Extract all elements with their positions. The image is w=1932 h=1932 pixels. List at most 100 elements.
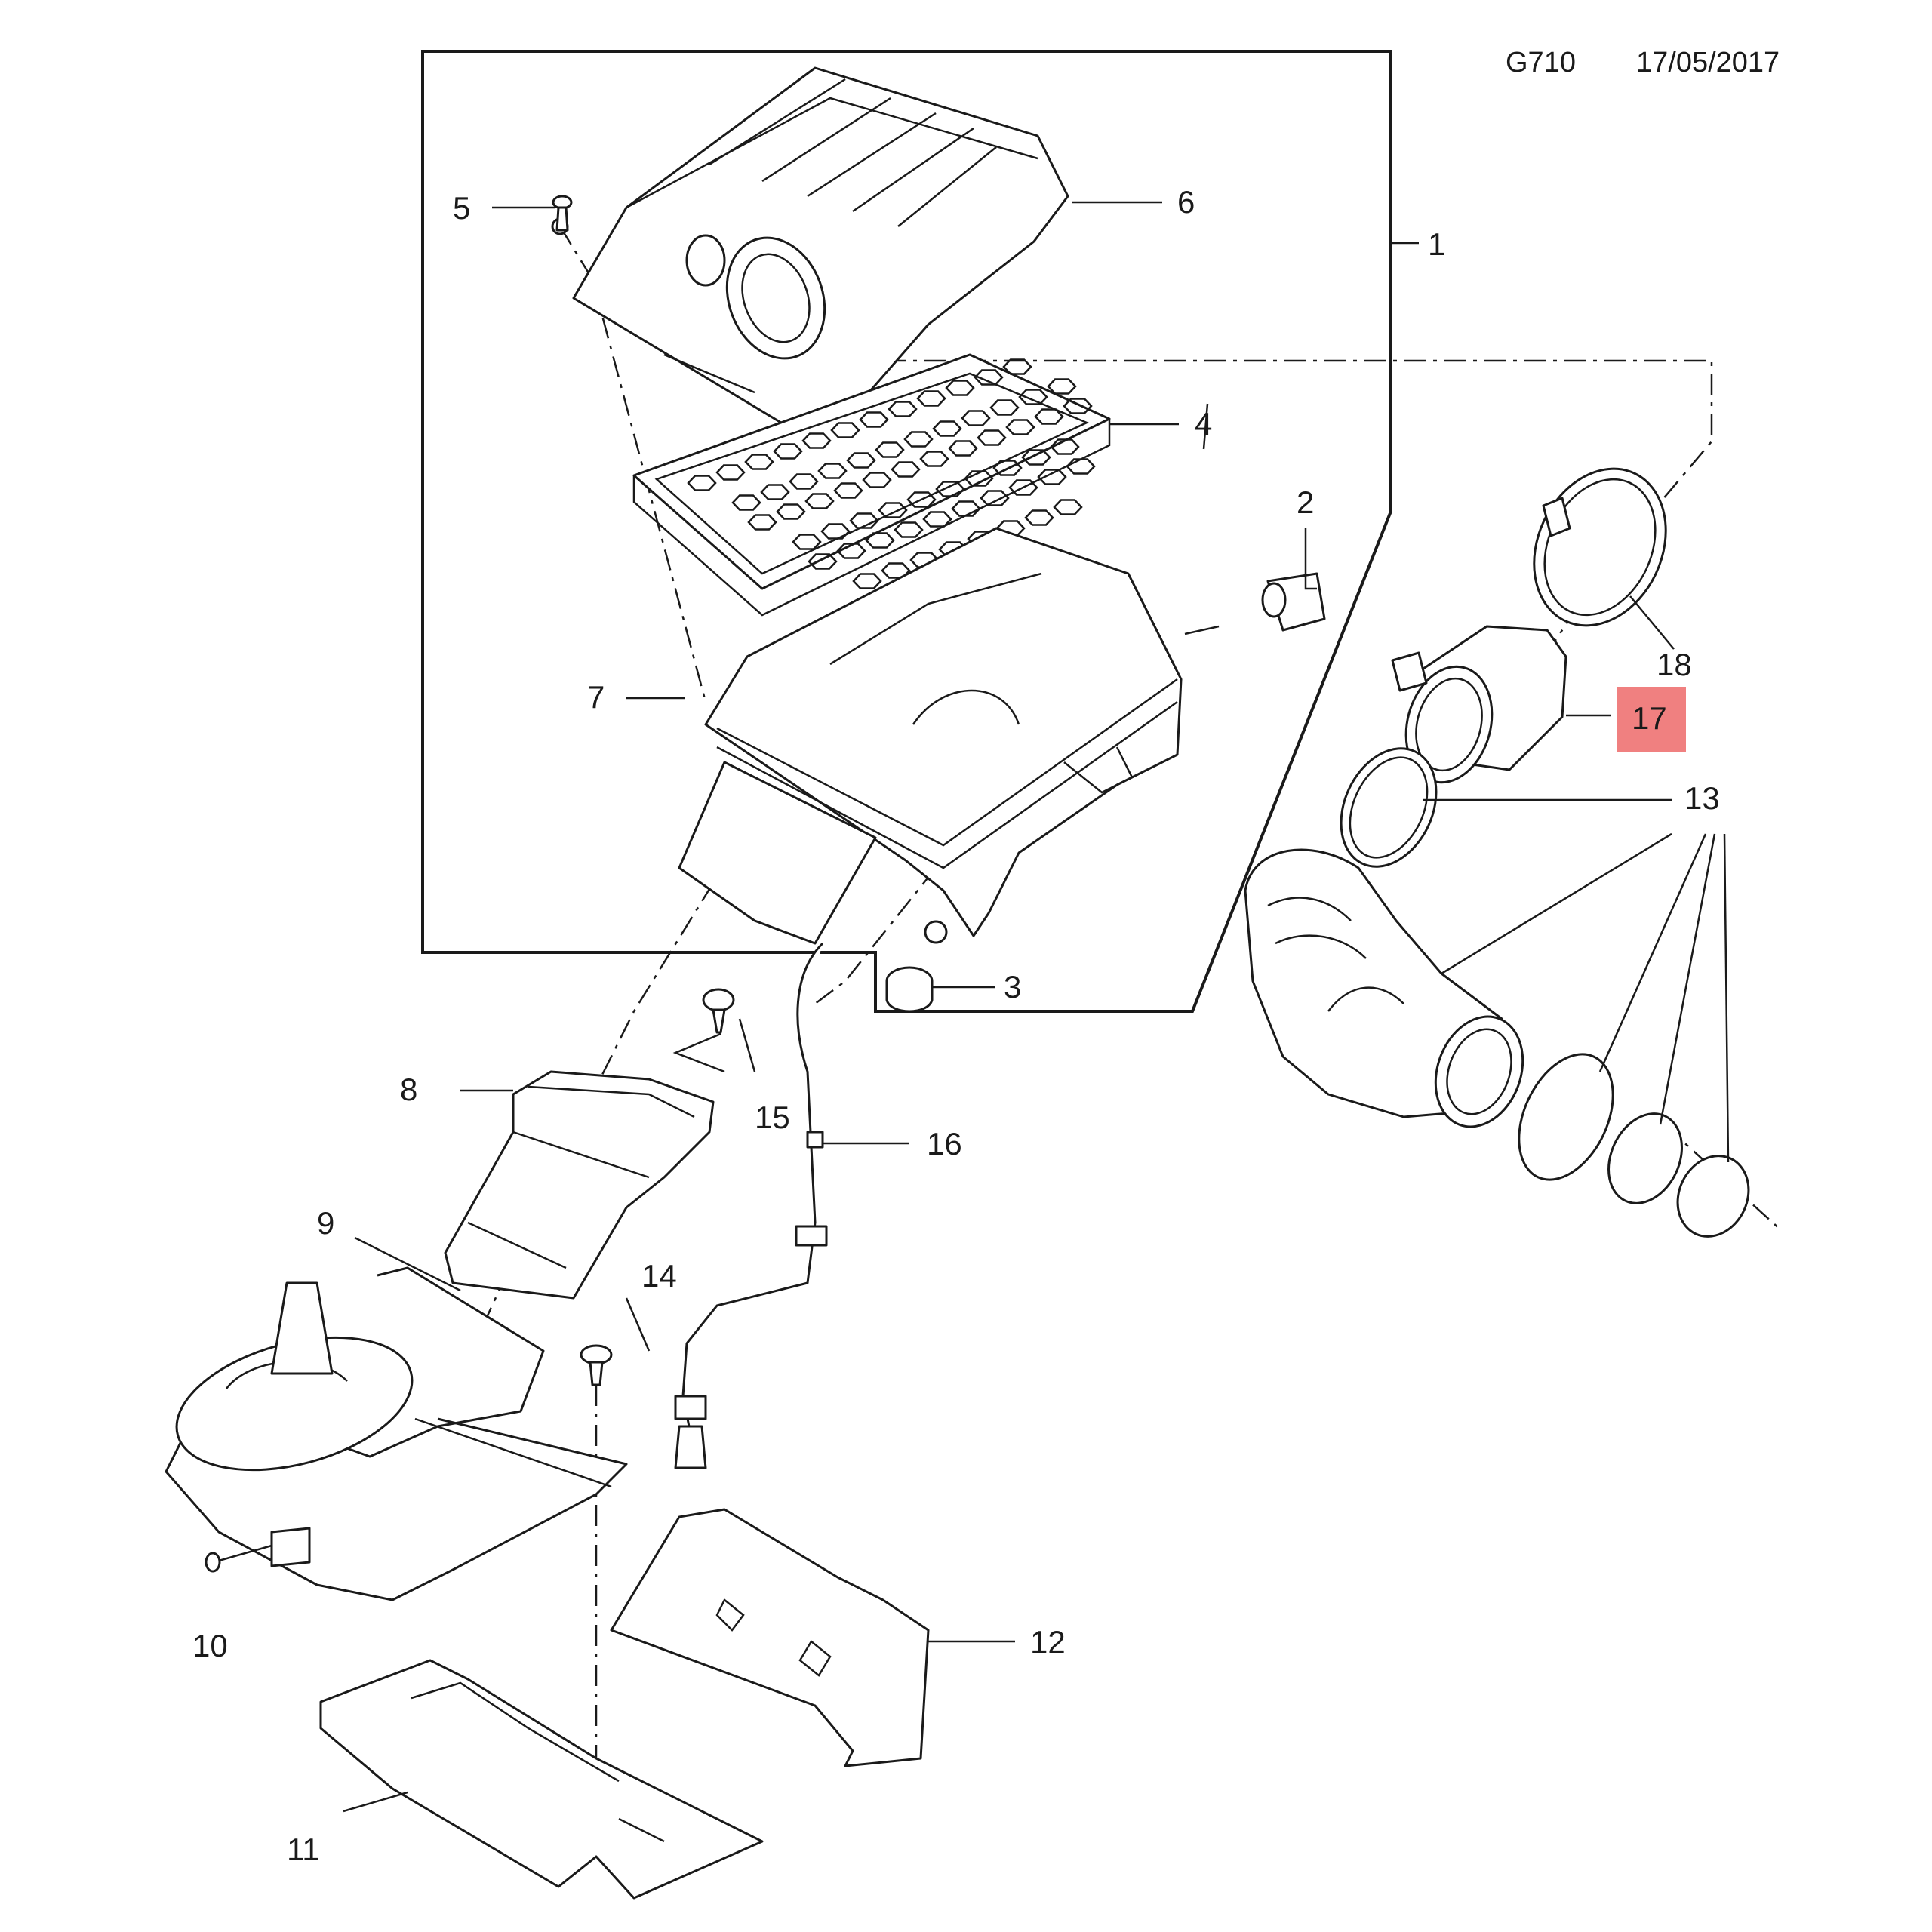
callout-14: 14: [641, 1258, 677, 1294]
callout-8: 8: [400, 1072, 417, 1107]
resonator-duct: [165, 1266, 628, 1601]
lower-panel: [319, 1659, 764, 1900]
filter-cell: [932, 420, 962, 437]
callout-18: 18: [1657, 647, 1692, 682]
filter-cell: [1018, 389, 1048, 405]
filter-cell: [830, 422, 860, 438]
filter-cell: [916, 390, 946, 407]
callout-2: 2: [1297, 485, 1314, 520]
callout-16: 16: [927, 1126, 962, 1161]
filter-cell: [964, 470, 994, 487]
heat-shield: [610, 1508, 930, 1767]
filter-cell: [878, 502, 908, 518]
leader-lines: [343, 201, 1730, 1813]
screw: [552, 195, 573, 232]
hose-clamps-13: [1340, 747, 1750, 1238]
callout-7: 7: [587, 679, 605, 715]
filter-cell: [919, 451, 949, 467]
filter-cell: [1008, 479, 1038, 496]
callouts: 1 2 3 4 5 6 7 8 9 10 11 12 13 14 15 16 1…: [192, 184, 1720, 1867]
screw-10: [205, 1544, 272, 1573]
filter-cell: [906, 491, 937, 508]
callout-10: 10: [192, 1628, 228, 1663]
highlight-box: [1617, 687, 1686, 752]
filter-cell: [808, 553, 838, 570]
filter-cell: [747, 514, 777, 531]
filter-cell: [891, 461, 921, 478]
filter-cell: [903, 431, 934, 448]
breather-hose: [674, 942, 828, 1469]
filter-cell: [687, 475, 717, 491]
filter-cell: [1034, 408, 1064, 425]
filter-cell: [1050, 438, 1080, 455]
diagram-date: 17/05/2017: [1636, 47, 1780, 78]
callout-12: 12: [1030, 1624, 1066, 1660]
assembly-frame: [421, 50, 1392, 1013]
callout-1: 1: [1428, 226, 1445, 262]
push-clip-15: [672, 988, 735, 1073]
filter-cell: [849, 512, 879, 529]
intake-hose: [1244, 848, 1524, 1128]
intake-duct: [444, 1070, 715, 1300]
filter-cell: [859, 411, 889, 428]
filter-cell: [760, 484, 790, 500]
filter-cell: [1066, 458, 1096, 475]
callout-3: 3: [1004, 969, 1021, 1004]
filter-cell: [776, 503, 806, 520]
callout-13: 13: [1684, 780, 1720, 816]
filter-cell: [792, 534, 822, 550]
filter-cell: [1063, 398, 1093, 414]
callout-4: 4: [1195, 406, 1212, 441]
filter-cell: [948, 440, 978, 457]
filter-cell: [1037, 469, 1067, 485]
filter-cell: [804, 493, 835, 509]
filter-cell: [820, 523, 851, 540]
filter-cell: [1047, 378, 1077, 395]
mass-air-flow-sensor: [1391, 625, 1567, 784]
filter-cell: [875, 441, 905, 458]
filter-cell: [992, 460, 1023, 476]
filter-cell: [731, 494, 761, 511]
filter-cell: [862, 472, 892, 488]
callout-6: 6: [1177, 184, 1195, 220]
callout-11: 11: [287, 1832, 320, 1867]
filter-cell: [773, 443, 803, 460]
filter-cell: [974, 369, 1004, 386]
diagram-code: G710: [1506, 47, 1576, 78]
callout-5: 5: [453, 190, 470, 226]
filter-cell: [852, 573, 882, 589]
grommet: [1261, 572, 1326, 632]
filter-cell: [789, 473, 819, 490]
callout-9: 9: [317, 1205, 334, 1241]
callout-15: 15: [755, 1100, 790, 1135]
filter-cell: [935, 481, 965, 497]
filter-cell: [846, 452, 876, 469]
filter-cell: [945, 380, 975, 396]
filter-cell: [817, 463, 848, 479]
filter-cell: [888, 401, 918, 417]
filter-cell: [865, 532, 895, 549]
push-clip-14: [580, 1344, 613, 1386]
filter-cell: [977, 429, 1007, 446]
filter-cell: [1024, 509, 1054, 526]
filter-cell: [833, 482, 863, 499]
filter-cell: [836, 543, 866, 559]
filter-cell: [715, 464, 746, 481]
filter-cell: [801, 432, 832, 449]
air-filter-element: [632, 353, 1111, 617]
filter-cell: [980, 490, 1010, 506]
filter-cell: [989, 399, 1020, 416]
filter-cell: [951, 500, 981, 517]
filter-cell: [961, 410, 991, 426]
filter-cell: [1053, 499, 1083, 515]
filter-cell: [922, 511, 952, 528]
hose-clamp-18: [1533, 467, 1667, 627]
filter-cell: [894, 521, 924, 538]
filter-cell: [744, 454, 774, 470]
filter-cell: [1021, 449, 1051, 466]
drain-grommet: [885, 966, 934, 1013]
filter-cell: [1002, 358, 1032, 375]
air-box-housing: [678, 527, 1220, 945]
callout-17: 17: [1632, 700, 1667, 736]
